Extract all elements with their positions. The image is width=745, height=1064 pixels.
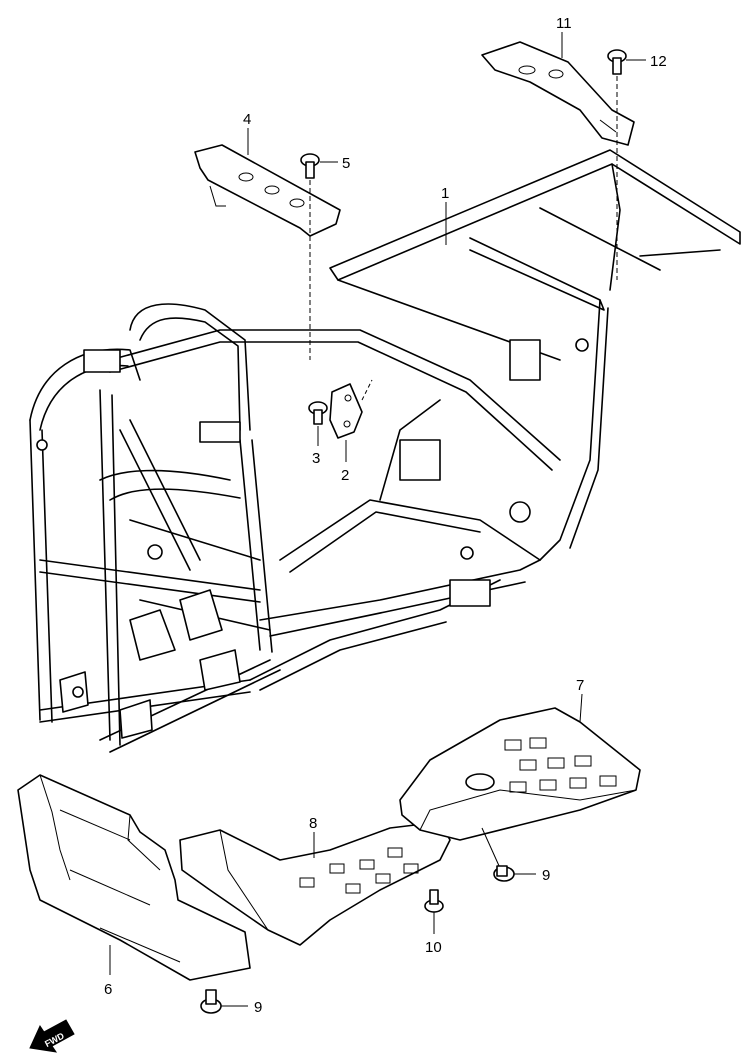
callout-labels: 11 12 4 5 1 3 2 7 8 9 10 6 9 (104, 15, 667, 1016)
callout-2: 2 (341, 467, 349, 484)
front-skid-plate (179, 821, 451, 946)
leader-lines (109, 32, 646, 1007)
callout-1: 1 (441, 185, 449, 202)
bolt-5 (300, 153, 320, 179)
rear-skid-plate (399, 707, 641, 841)
callout-4: 4 (243, 111, 251, 128)
rear-bracket (481, 41, 635, 146)
callout-5: 5 (342, 155, 350, 172)
bolt-9-front (200, 989, 222, 1014)
front-guard (17, 774, 251, 981)
callout-6: 6 (104, 981, 112, 998)
callout-3: 3 (312, 450, 320, 467)
main-frame (29, 149, 741, 753)
bolt-3 (308, 401, 328, 425)
callout-12: 12 (650, 53, 667, 70)
callout-9-front: 9 (254, 999, 262, 1016)
fwd-arrow-icon: FWD (29, 1019, 75, 1053)
callout-10: 10 (425, 939, 442, 956)
bolt-10 (424, 889, 444, 913)
callout-11: 11 (556, 15, 572, 32)
callout-8: 8 (309, 815, 317, 832)
bolt-12 (607, 49, 627, 75)
small-plate (329, 383, 363, 439)
callout-9-rear: 9 (542, 867, 550, 884)
callout-7: 7 (576, 677, 584, 694)
bolt-9-rear (481, 827, 515, 882)
